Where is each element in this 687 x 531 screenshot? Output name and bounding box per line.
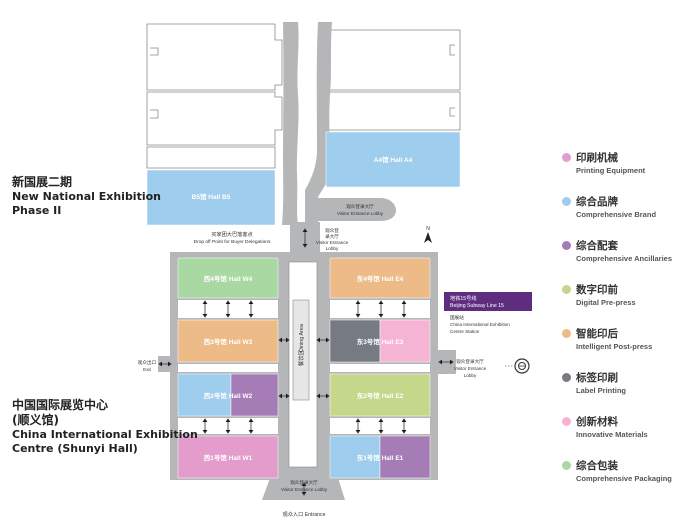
hall-e1-b <box>379 435 431 479</box>
subway-en: Beijing Subway Line 15 <box>450 303 504 309</box>
legend: 印刷机械 Printing Equipment 综合品牌 Comprehensive … <box>562 150 682 502</box>
phase2-outline-buildings <box>146 23 461 169</box>
legend-item: 印刷机械 Printing Equipment <box>562 150 682 194</box>
legend-label-en: Printing Equipment <box>576 166 646 175</box>
new-exhibition-title: 新国展二期 New National Exhibition Phase II <box>12 175 161 218</box>
cie-title-en2: Centre (Shunyi Hall) <box>12 442 138 455</box>
legend-color-dot <box>562 241 571 250</box>
legend-label-en: Comprehensive Packaging <box>576 474 672 483</box>
legend-label-zh: 智能印后 <box>576 328 618 340</box>
lobby-top-en: Visitor Entrance Lobby <box>337 211 384 216</box>
dining-label-en: Dining Area <box>299 324 305 352</box>
dining-area <box>292 299 310 401</box>
legend-color-dot <box>562 153 571 162</box>
legend-label-en: Comprehensive Brand <box>576 210 657 219</box>
new-exhibition-title-en2: Phase II <box>12 204 62 217</box>
hall-w4 <box>177 257 279 299</box>
station-zh: 国展站 <box>450 314 464 321</box>
lobby-east-en2: Lobby <box>464 373 477 378</box>
lobby-east-zh: 观众登录大厅 <box>456 358 484 365</box>
north-arrow-icon <box>424 232 432 243</box>
lobby-south-zh: 观众登录大厅 <box>290 479 318 486</box>
hall-b5-label: B5馆 Hall B5 <box>192 192 231 201</box>
hall-e4 <box>329 257 431 299</box>
lobby-south-en: Visitor Entrance Lobby <box>281 487 328 492</box>
legend-label-en: Comprehensive Ancillaries <box>576 254 673 263</box>
hall-w4-label: 西4号馆 Hall W4 <box>204 274 253 283</box>
legend-color-dot <box>562 329 571 338</box>
cie-title-zh2: (顺义馆) <box>12 413 59 427</box>
legend-color-dot <box>562 285 571 294</box>
exit-en: Exit <box>143 367 151 372</box>
hall-w1 <box>177 435 279 479</box>
hall-a4 <box>325 131 461 188</box>
new-exhibition-title-zh: 新国展二期 <box>12 175 73 189</box>
legend-label-zh: 创新材料 <box>576 416 618 428</box>
hall-w2-label: 西2号馆 Hall W2 <box>204 391 253 400</box>
legend-label-en: Intelligent Post-press <box>576 342 653 351</box>
hall-e4-label: 东4号馆 Hall E4 <box>357 274 404 283</box>
exit-zh: 观众出口 <box>138 359 157 366</box>
subway-zh: 地铁15号线 <box>450 294 477 302</box>
legend-label-zh: 综合品牌 <box>576 196 618 208</box>
legend-color-dot <box>562 373 571 382</box>
hall-w3 <box>177 319 279 363</box>
legend-color-dot <box>562 417 571 426</box>
hall-b5 <box>146 169 276 226</box>
legend-label-en: Label Printing <box>576 386 627 395</box>
legend-item: 综合品牌 Comprehensive Brand <box>562 194 682 238</box>
new-exhibition-title-en1: New National Exhibition <box>12 190 161 203</box>
hall-e1-a <box>329 435 381 479</box>
lobby-top-zh: 观众登录大厅 <box>346 203 374 210</box>
hall-e3-b <box>379 319 431 363</box>
lobby-north-en2: Lobby <box>326 246 339 251</box>
legend-item: 综合包装 Comprehensive Packaging <box>562 458 682 502</box>
station-en1: China International Exhibition <box>450 322 510 327</box>
hall-w3-label: 西3号馆 Hall W3 <box>204 337 253 346</box>
hall-e2-label: 东2号馆 Hall E2 <box>357 391 404 400</box>
legend-item: 综合配套 Comprehensive Ancillaries <box>562 238 682 282</box>
subway-line-15-tag <box>444 292 532 311</box>
legend-color-dot <box>562 461 571 470</box>
lobby-east-en1: Visitor Entrance <box>454 366 487 371</box>
hall-w1-label: 西1号馆 Hall W1 <box>204 453 253 462</box>
legend-label-zh: 综合包装 <box>576 460 618 472</box>
legend-item: 智能印后 Intelligent Post-press <box>562 326 682 370</box>
cie-title-en1: China International Exhibition <box>12 428 198 441</box>
hall-e3-label: 东3号馆 Hall E3 <box>357 337 404 346</box>
hall-w2-a <box>177 373 232 417</box>
halls <box>146 131 461 479</box>
legend-color-dot <box>562 197 571 206</box>
hall-e2 <box>329 373 431 417</box>
legend-label-zh: 印刷机械 <box>576 152 618 164</box>
lobby-north-zh1: 观众登 <box>325 227 339 234</box>
dropoff-en: Drop off Point for Buyer Delegations <box>194 239 271 245</box>
legend-item: 标签印刷 Label Printing <box>562 370 682 414</box>
hall-e1-label: 东1号馆 Hall E1 <box>357 453 404 462</box>
lobby-north-zh2: 录大厅 <box>325 233 339 240</box>
dining-label-zh: 餐饮区 <box>297 349 305 366</box>
metro-station-icon <box>505 358 530 374</box>
dropoff-zh: 买家团大巴落客点 <box>211 230 253 238</box>
corridor-arrows <box>158 228 454 496</box>
hall-e3-a <box>329 319 381 363</box>
legend-label-en: Innovative Materials <box>576 430 648 439</box>
legend-label-zh: 标签印刷 <box>576 372 618 384</box>
legend-item: 数字印前 Digital Pre-press <box>562 282 682 326</box>
cie-title: 中国国际展览中心 (顺义馆) China International Exhib… <box>12 398 198 456</box>
lobby-north-en1: Visitor Entrance <box>316 240 349 245</box>
cie-title-zh1: 中国国际展览中心 <box>12 398 109 412</box>
hall-w2-b <box>230 373 279 417</box>
legend-label-en: Digital Pre-press <box>576 298 636 307</box>
hall-a4-label: A4馆 Hall A4 <box>374 155 413 164</box>
legend-label-zh: 数字印前 <box>576 284 618 296</box>
north-label: N <box>426 226 430 232</box>
station-en2: Centre Station <box>450 329 480 334</box>
legend-label-zh: 综合配套 <box>576 240 618 252</box>
legend-item: 创新材料 Innovative Materials <box>562 414 682 458</box>
entrance-label: 观众入口 Entrance <box>283 511 326 518</box>
